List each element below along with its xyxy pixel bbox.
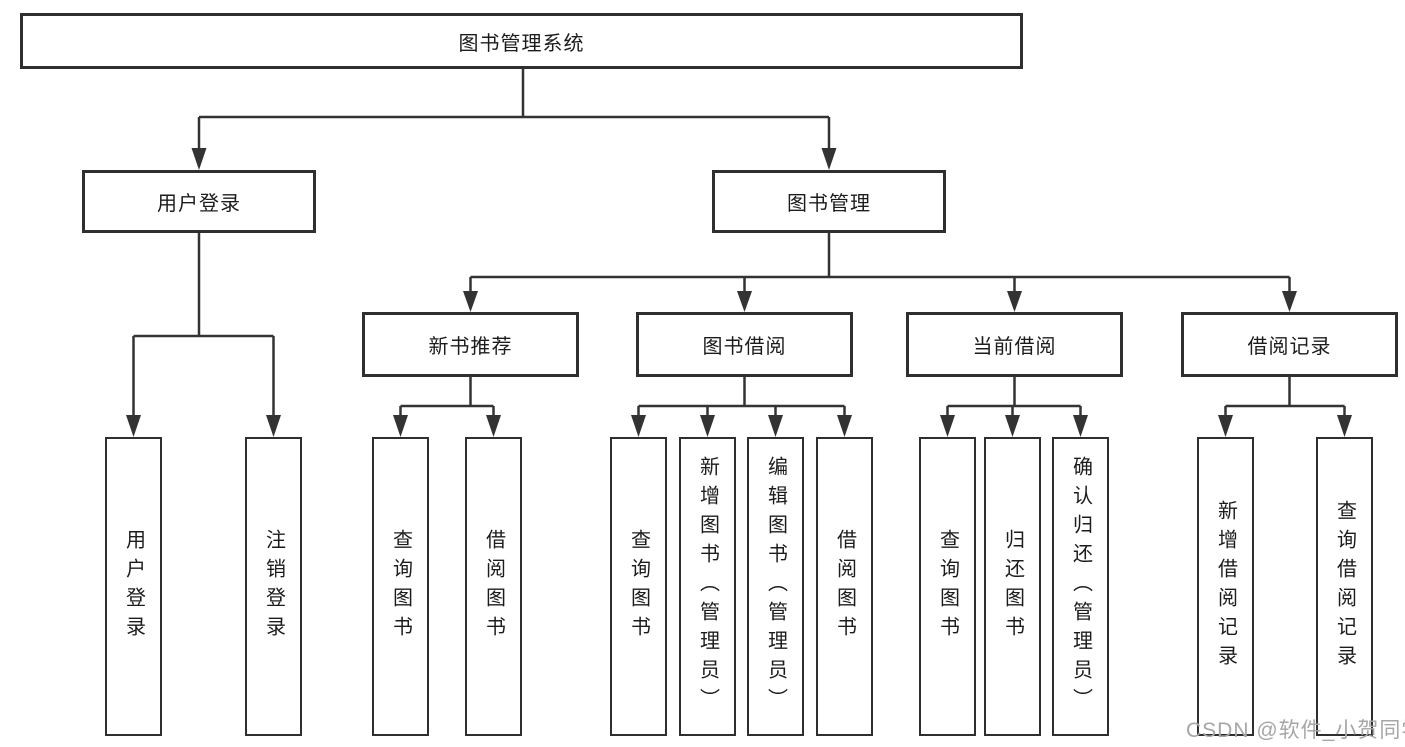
node-leaf-return-books: 归还图书: [984, 437, 1041, 736]
node-label: 注销登录: [262, 528, 285, 645]
arrowhead: [463, 291, 478, 312]
arrowhead: [940, 415, 955, 437]
arrowhead: [1337, 415, 1352, 437]
node-book-borrowing: 图书借阅: [636, 312, 853, 377]
arrowhead: [1005, 415, 1020, 437]
node-label: 新书推荐: [428, 336, 513, 358]
arrowhead: [126, 415, 141, 437]
node-current-borrowing: 当前借阅: [906, 312, 1123, 377]
node-label: 用户登录: [157, 193, 241, 215]
node-label: 借阅图书: [833, 528, 856, 645]
node-label: 归还图书: [1001, 528, 1024, 645]
node-leaf-edit-books-admin: 编辑图书（管理员）: [747, 437, 804, 736]
arrowhead: [191, 148, 207, 170]
node-leaf-borrow-books-recommend: 借阅图书: [465, 437, 522, 736]
node-borrow-records: 借阅记录: [1181, 312, 1398, 377]
node-label: 借阅图书: [482, 528, 505, 645]
node-label: 确认归还（管理员）: [1069, 456, 1092, 717]
arrowhead: [1218, 415, 1233, 437]
node-label: 查询借阅记录: [1333, 499, 1356, 674]
node-label: 图书借阅: [702, 336, 787, 358]
arrowhead: [700, 415, 715, 437]
node-label: 查询图书: [936, 528, 959, 645]
node-new-book-recommend: 新书推荐: [362, 312, 579, 377]
node-leaf-add-borrow-record: 新增借阅记录: [1197, 437, 1254, 736]
arrowhead: [821, 148, 837, 170]
node-leaf-confirm-return-admin: 确认归还（管理员）: [1052, 437, 1109, 736]
node-book-management: 图书管理: [712, 170, 946, 233]
arrowhead: [1007, 291, 1022, 312]
node-user-login: 用户登录: [82, 170, 316, 233]
arrowhead: [837, 415, 852, 437]
arrowhead: [266, 415, 281, 437]
node-leaf-query-books-borrowing: 查询图书: [610, 437, 667, 736]
node-label: 查询图书: [627, 528, 650, 645]
node-root-library-system: 图书管理系统: [20, 13, 1023, 69]
node-label: 新增借阅记录: [1214, 499, 1237, 674]
node-label: 借阅记录: [1247, 336, 1332, 358]
node-label: 编辑图书（管理员）: [764, 456, 787, 717]
node-label: 图书管理系统: [458, 32, 585, 55]
node-label: 当前借阅: [972, 336, 1057, 358]
node-leaf-logout: 注销登录: [245, 437, 302, 736]
node-label: 新增图书（管理员）: [696, 456, 719, 717]
node-leaf-borrow-books: 借阅图书: [816, 437, 873, 736]
node-leaf-user-login: 用户登录: [105, 437, 162, 736]
arrowheads: [126, 148, 1352, 437]
arrowhead: [486, 415, 501, 437]
node-leaf-query-borrow-record: 查询借阅记录: [1316, 437, 1373, 736]
node-leaf-query-books-current: 查询图书: [919, 437, 976, 736]
node-label: 图书管理: [787, 193, 871, 215]
connector-lines: [132, 69, 1346, 419]
node-leaf-query-books-recommend: 查询图书: [372, 437, 429, 736]
arrowhead: [737, 291, 752, 312]
arrowhead: [768, 415, 783, 437]
arrowhead: [1282, 291, 1297, 312]
arrowhead: [631, 415, 646, 437]
node-label: 用户登录: [122, 528, 145, 645]
arrowhead: [393, 415, 408, 437]
node-leaf-add-books-admin: 新增图书（管理员）: [679, 437, 736, 736]
node-label: 查询图书: [389, 528, 412, 645]
arrowhead: [1073, 415, 1088, 437]
csdn-watermark: CSDN @软件_小贺同学: [1186, 719, 1405, 742]
